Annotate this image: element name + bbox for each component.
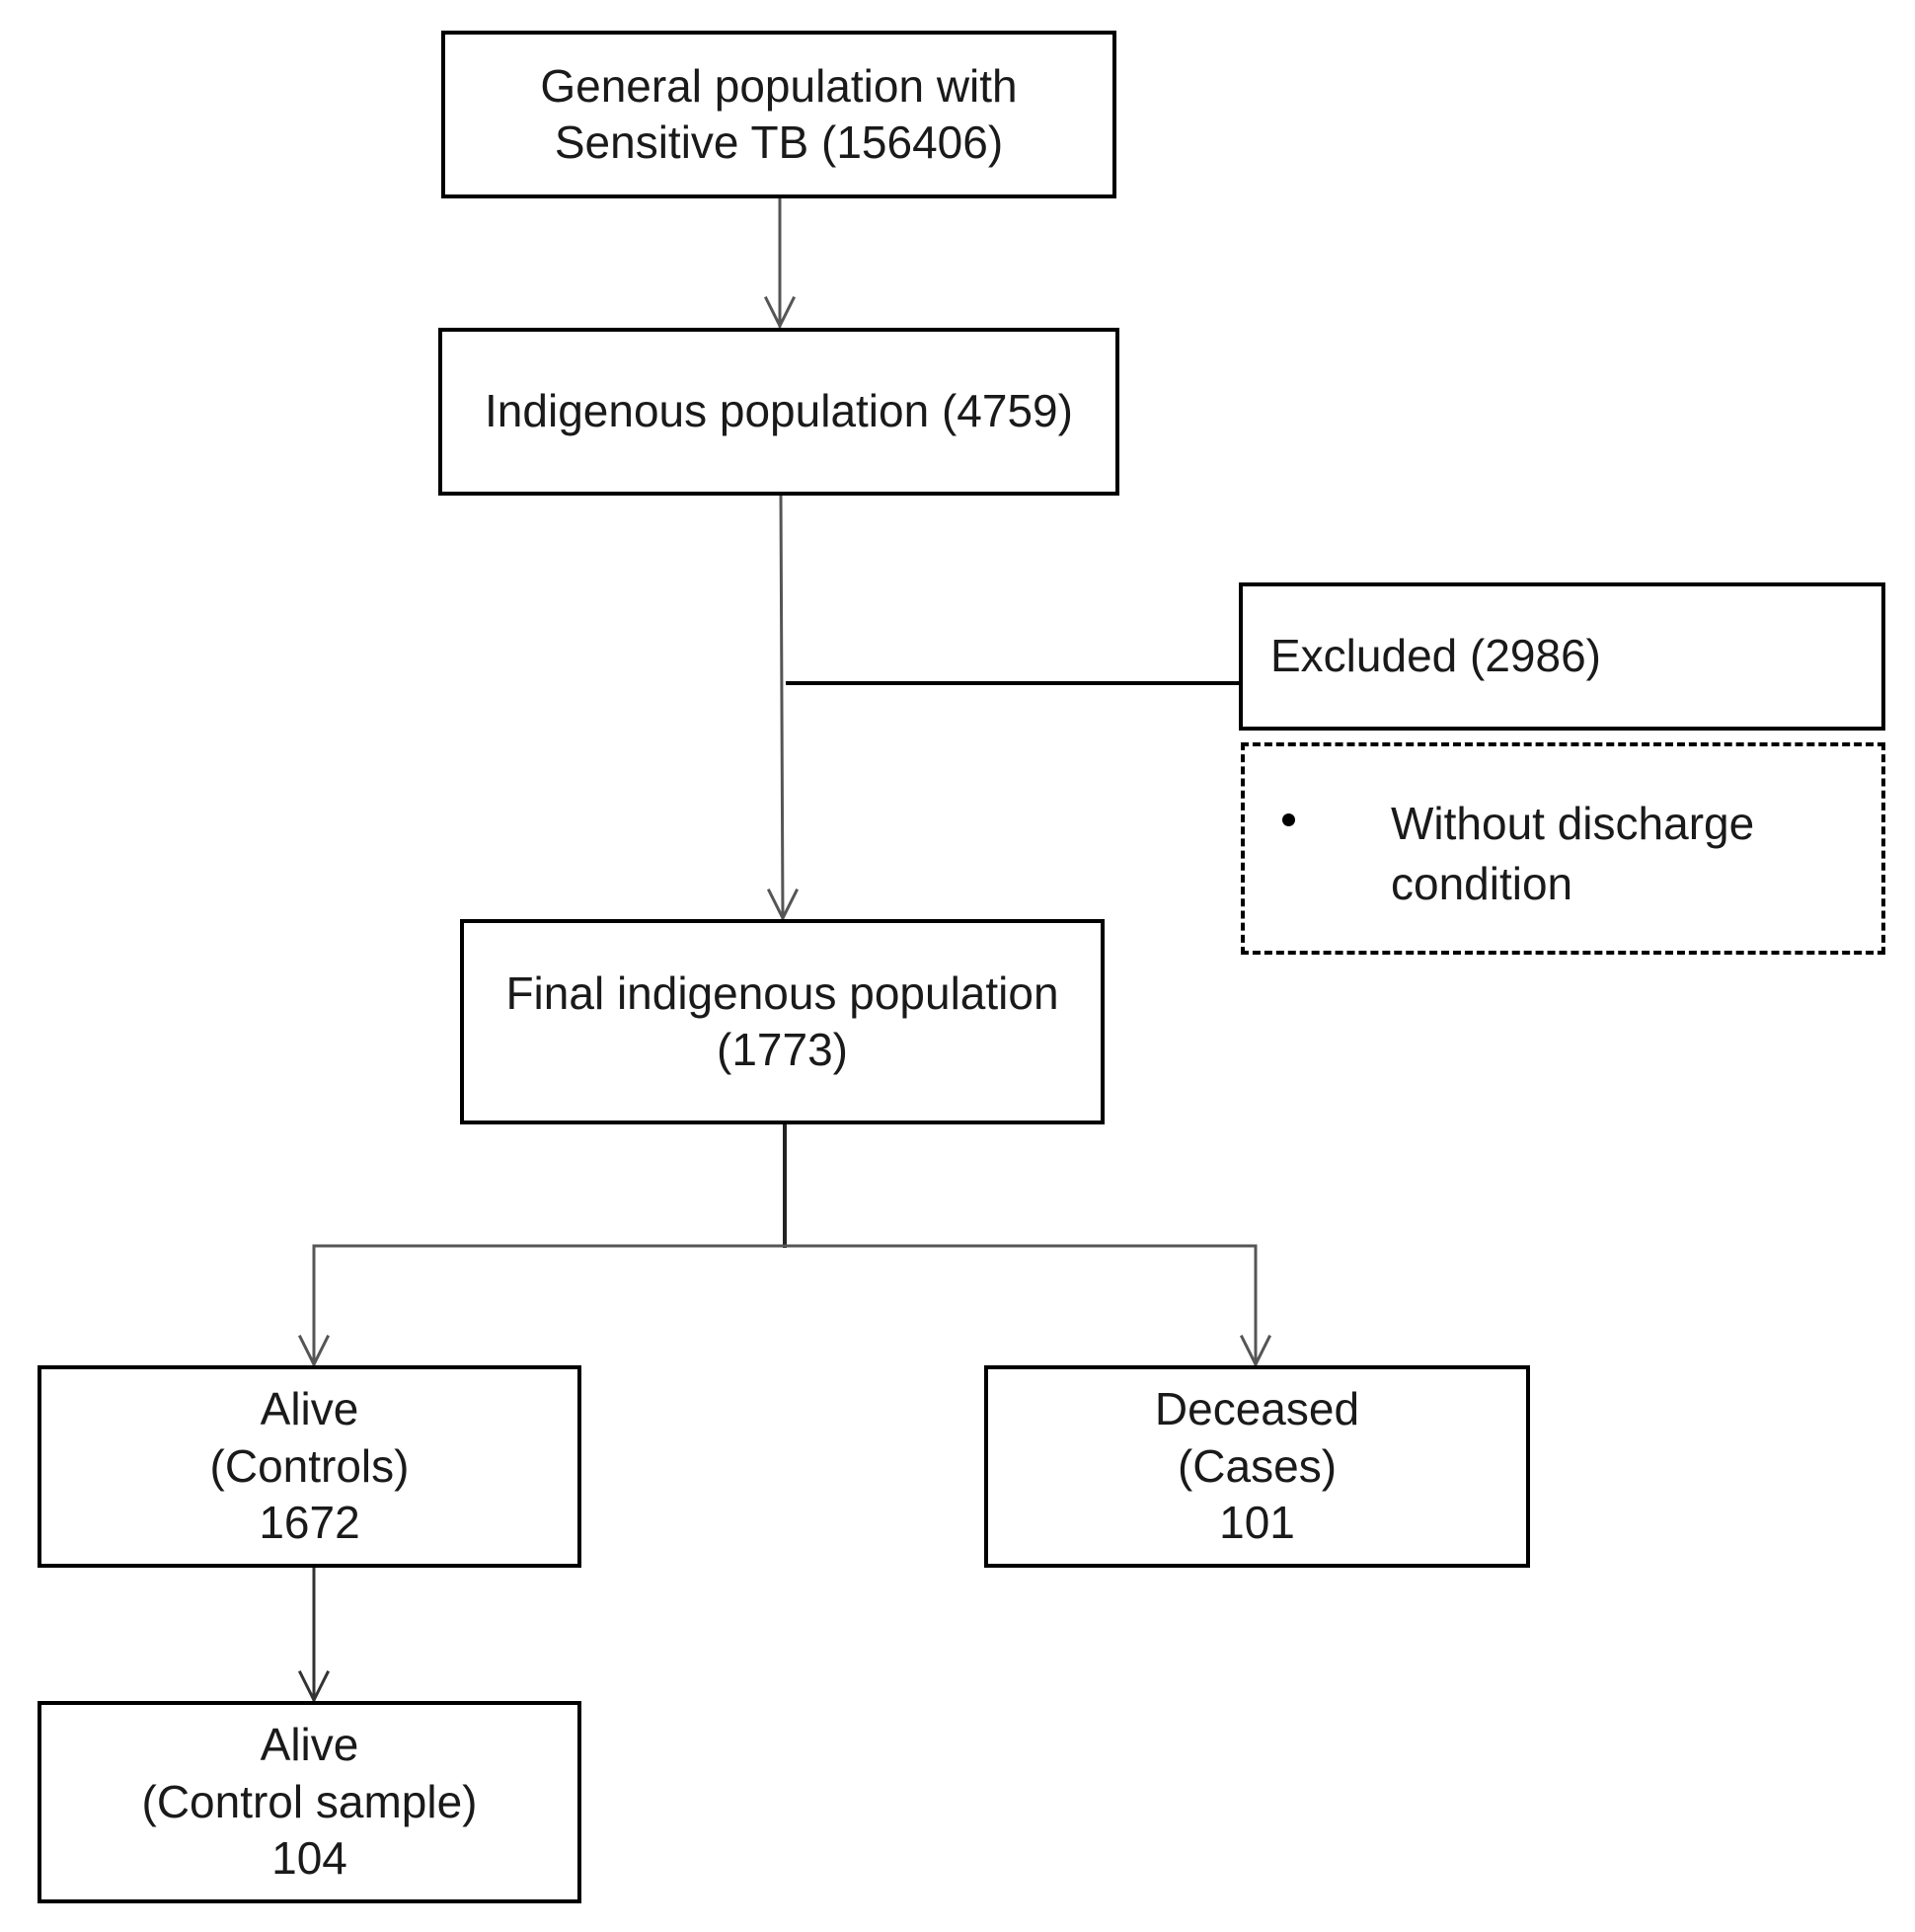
exclusion-reason-line-2: condition (1391, 857, 1573, 909)
alive-sample-line-1: Alive (260, 1719, 359, 1771)
general-population-line-2: Sensitive TB (156406) (554, 116, 1004, 168)
exclusion-reasons-box: Without discharge condition (1241, 742, 1885, 955)
alive-controls-box: Alive (Controls) 1672 (38, 1365, 581, 1568)
alive-controls-count: 1672 (259, 1497, 360, 1549)
arrowhead-sample (297, 1669, 331, 1704)
arrow-indigenous-to-final (779, 492, 785, 920)
indigenous-population-label: Indigenous population (4759) (485, 385, 1073, 437)
excluded-box: Excluded (2986) (1239, 582, 1885, 731)
final-population-line-1: Final indigenous population (505, 966, 1059, 1019)
deceased-cases-line-1: Deceased (1154, 1383, 1360, 1435)
exclusion-reason-text: Without discharge condition (1391, 794, 1754, 913)
arrowhead-alive (297, 1334, 331, 1368)
alive-controls-line-1: Alive (260, 1383, 359, 1435)
excluded-label: Excluded (2986) (1270, 630, 1601, 682)
arrowhead-indigenous (763, 295, 797, 330)
deceased-cases-box: Deceased (Cases) 101 (984, 1365, 1530, 1568)
deceased-cases-line-2: (Cases) (1177, 1439, 1338, 1492)
alive-controls-line-2: (Controls) (209, 1439, 410, 1492)
deceased-cases-count: 101 (1219, 1497, 1295, 1549)
exclusion-reason-item: Without discharge condition (1245, 746, 1881, 951)
indigenous-population-box: Indigenous population (4759) (438, 328, 1119, 496)
alive-sample-line-2: (Control sample) (141, 1775, 478, 1827)
final-indigenous-population-box: Final indigenous population (1773) (460, 919, 1105, 1124)
bullet-icon (1282, 813, 1295, 826)
final-population-line-2: (1773) (717, 1024, 848, 1075)
alive-control-sample-box: Alive (Control sample) 104 (38, 1701, 581, 1903)
general-population-box: General population with Sensitive TB (15… (441, 31, 1116, 198)
exclusion-reason-line-1: Without discharge (1391, 798, 1755, 849)
arrowhead-deceased (1239, 1334, 1272, 1368)
arrowhead-final (766, 888, 800, 922)
general-population-line-1: General population with (540, 59, 1018, 112)
alive-sample-count: 104 (271, 1832, 347, 1885)
